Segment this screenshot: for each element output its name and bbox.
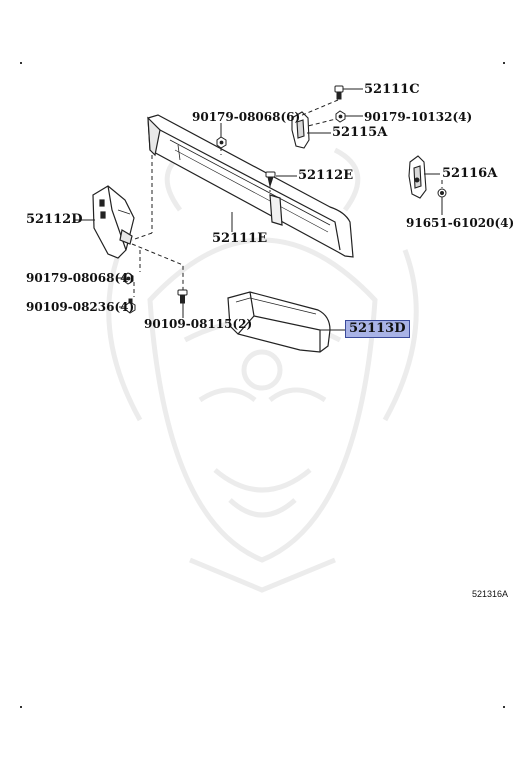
bolt-52111C-icon <box>334 85 344 100</box>
bolt-90109-08236-icon <box>125 298 136 314</box>
corner-mark-top-right <box>503 62 505 64</box>
label-90179-08068-6[interactable]: 90179-08068(6) <box>192 110 301 124</box>
bracket-52115A <box>291 111 310 149</box>
label-90179-08068-4[interactable]: 90179-08068(4) <box>26 271 135 285</box>
label-91651-61020[interactable]: 91651-61020(4) <box>406 216 515 230</box>
corner-mark-top-left <box>20 62 22 64</box>
fasteners <box>123 85 447 314</box>
corner-mark-bottom-left <box>20 706 22 708</box>
bumper-extension-52113D <box>227 291 331 353</box>
nut-90179-08068-4-icon <box>123 272 134 285</box>
corner-mark-bottom-right <box>503 706 505 708</box>
label-90109-08236[interactable]: 90109-08236(4) <box>26 300 135 314</box>
label-90179-10132[interactable]: 90179-10132(4) <box>364 110 473 124</box>
label-52112E[interactable]: 52112E <box>298 168 354 183</box>
side-retainer-52112D <box>92 185 135 259</box>
bolt-90109-08115-icon <box>177 289 188 304</box>
label-52111E[interactable]: 52111E <box>212 231 268 246</box>
watermark-mask <box>106 147 419 593</box>
clip-91651-icon <box>437 188 447 198</box>
label-90109-08115[interactable]: 90109-08115(2) <box>144 317 253 331</box>
nut-90179-08068-6-icon <box>216 136 227 149</box>
leader-lines <box>74 88 443 331</box>
bumper-reinforcement-52111E <box>147 114 354 258</box>
bracket-52116A <box>408 155 427 199</box>
label-52113D-highlighted[interactable]: 52113D <box>345 320 410 338</box>
clip-52112E-icon <box>265 171 276 188</box>
label-52116A[interactable]: 52116A <box>442 166 498 181</box>
label-52115A[interactable]: 52115A <box>332 125 388 140</box>
label-52111C[interactable]: 52111C <box>364 82 420 97</box>
figure-code: 521316A <box>472 589 509 599</box>
label-52112D[interactable]: 52112D <box>26 212 83 227</box>
nut-90179-10132-icon <box>335 110 346 123</box>
